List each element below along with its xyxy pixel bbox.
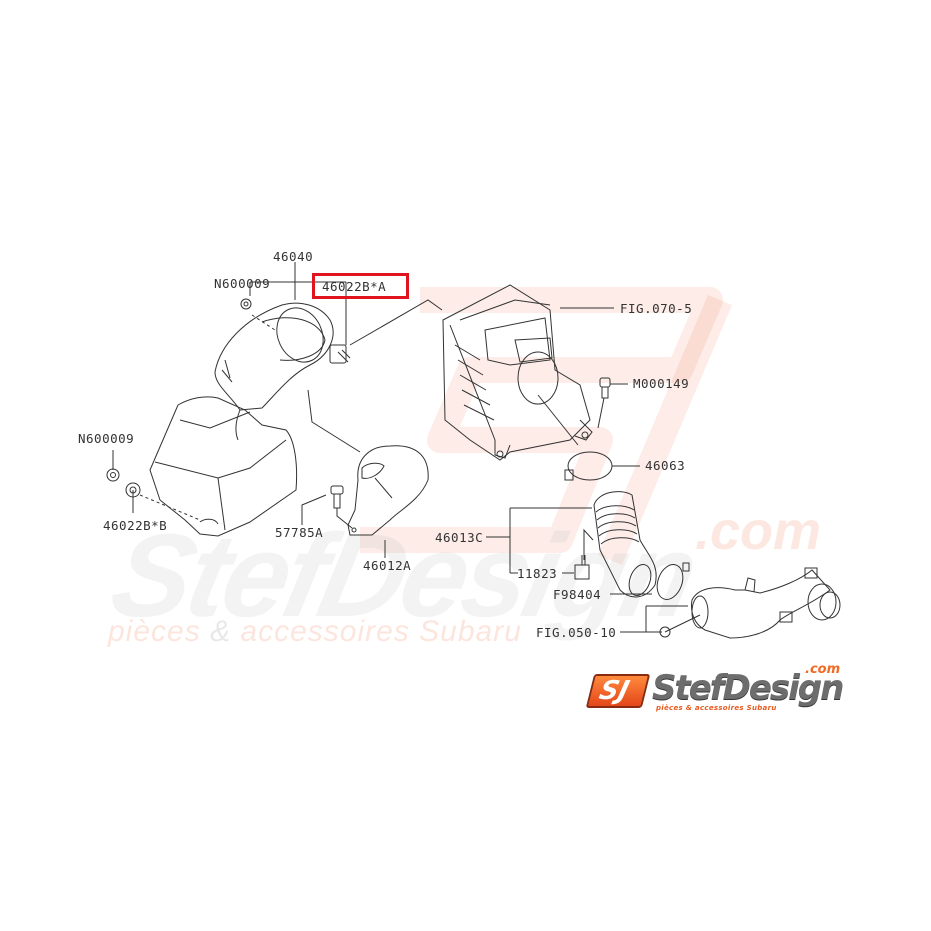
logo-badge-icon: SJ [585, 674, 651, 708]
label-F98404[interactable]: F98404 [553, 587, 602, 602]
sensor-11823 [574, 555, 590, 580]
label-46022B-A[interactable]: 46022B*A [322, 279, 387, 294]
leader-lines [112, 262, 688, 633]
duct-fig050 [659, 567, 841, 639]
label-57785A[interactable]: 57785A [275, 525, 324, 540]
label-46013C[interactable]: 46013C [435, 530, 484, 545]
bolt-m000149 [597, 377, 611, 429]
label-FIG-070-5[interactable]: FIG.070-5 [620, 301, 693, 316]
label-M000149[interactable]: M000149 [633, 376, 690, 391]
resonator-box [149, 396, 298, 537]
highlight-box [312, 273, 409, 299]
bracket-46012A [347, 445, 429, 536]
hose-clamp-F98404 [656, 562, 690, 600]
intake-hose-46013C [593, 491, 657, 598]
label-46063[interactable]: 46063 [645, 458, 686, 473]
label-N600009-left[interactable]: N600009 [78, 431, 135, 446]
intake-duct-46040 [214, 302, 334, 441]
air-cleaner-box [442, 284, 593, 461]
logo-com: .com [805, 662, 841, 677]
label-N600009-top[interactable]: N600009 [214, 276, 271, 291]
label-46022B-B[interactable]: 46022B*B [103, 518, 168, 533]
label-46012A[interactable]: 46012A [363, 558, 412, 573]
logo-name: StefDesign [652, 668, 844, 708]
logo-tagline: pièces & accessoires Subaru [656, 704, 777, 712]
label-46040[interactable]: 46040 [273, 249, 314, 264]
bolt-57785A [330, 485, 353, 529]
fastener-nuts [106, 298, 351, 498]
hose-clamp-46063 [564, 451, 613, 481]
label-FIG-050-10[interactable]: FIG.050-10 [536, 625, 617, 640]
label-11823[interactable]: 11823 [517, 566, 558, 581]
stefdesign-logo: SJ StefDesign .com pièces & accessoires … [585, 662, 850, 718]
